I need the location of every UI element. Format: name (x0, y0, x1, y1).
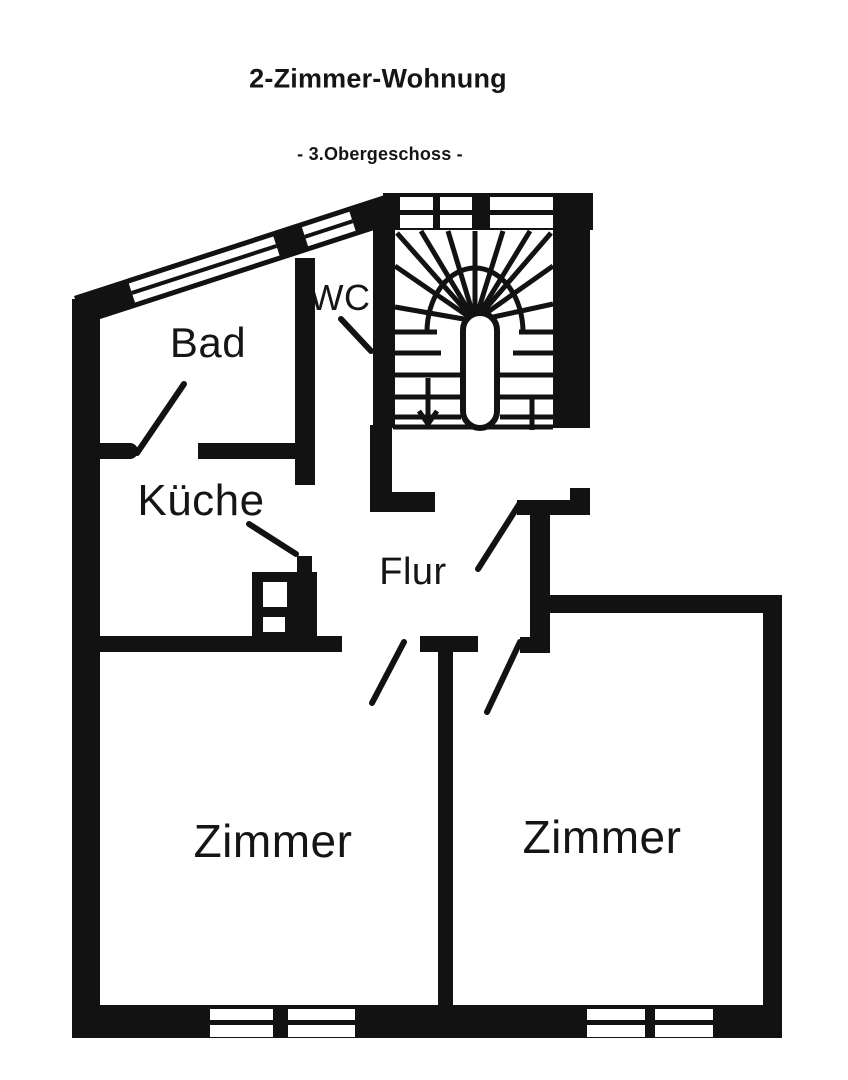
door-swing-bad (134, 381, 187, 456)
window-diagonal-large (128, 236, 280, 303)
wall-entry-jamb (517, 500, 590, 515)
room-label-flur: Flur (379, 551, 447, 593)
room-label-zimmer-rechts: Zimmer (522, 811, 682, 863)
window-stair-top-2 (490, 197, 553, 228)
room-label-kueche: Küche (137, 476, 265, 525)
door-swing-wc (338, 316, 374, 354)
window-zimmer-rechts-2 (655, 1009, 713, 1037)
wall-bad-kueche-cap (122, 443, 138, 459)
wall-entry-jamb-step (570, 488, 590, 502)
window-zimmer-links-2 (288, 1009, 355, 1037)
door-swing-zimmer-rechts (484, 639, 523, 715)
window-zimmer-links-1 (210, 1009, 273, 1037)
window-zimmer-rechts-1 (587, 1009, 645, 1037)
stair-fan-treads (393, 229, 555, 324)
wall-zimmer-rechts-top (548, 595, 782, 613)
wall-stair-landing-left (370, 425, 392, 512)
window-stair-top-1 (400, 197, 472, 228)
wall-bad-kueche-left (72, 443, 130, 459)
diagonal-wall (74, 193, 400, 325)
wall-stair-right (553, 195, 590, 428)
door-swing-zimmer-links (369, 639, 407, 706)
room-label-wc: WC (309, 277, 371, 318)
room-label-bad: Bad (169, 319, 247, 366)
window-diagonal-small (301, 211, 356, 247)
doors (134, 316, 523, 715)
wall-wc-partition (295, 258, 315, 485)
stair-newel (460, 310, 500, 431)
wall-bad-kueche-right (198, 443, 295, 459)
wall-flur-right (530, 512, 550, 653)
chimney-block (252, 556, 317, 642)
door-swing-kueche (246, 521, 299, 557)
stair-walkline-arc (424, 265, 526, 333)
bottom-windows (210, 1009, 713, 1037)
wall-zimmer-divider (438, 638, 453, 1008)
stairs-down-arrow-icon (416, 409, 440, 429)
wall-stair-left (373, 218, 395, 428)
room-label-zimmer-links: Zimmer (193, 815, 353, 867)
staircase (393, 229, 555, 431)
wall-flur-right-foot (520, 637, 550, 653)
page-title: 2-Zimmer-Wohnung (249, 63, 507, 94)
wall-right-outer (763, 595, 782, 1038)
door-swing-entry (475, 500, 523, 572)
wall-left-outer (72, 299, 100, 1038)
wall-stair-landing-bottom (370, 492, 435, 512)
page-subtitle: - 3.Obergeschoss - (297, 144, 463, 164)
